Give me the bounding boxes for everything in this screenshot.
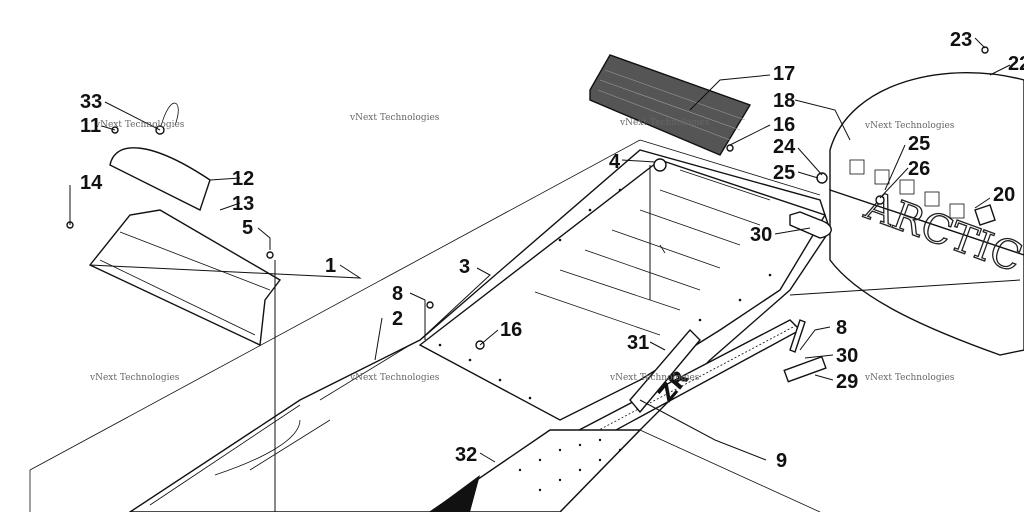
callout-16-center: 16 — [500, 319, 522, 341]
lower-tunnel-section — [428, 429, 642, 512]
callout-3: 3 — [459, 256, 470, 278]
callout-29: 29 — [836, 371, 858, 393]
callout-31: 31 — [627, 332, 649, 354]
flap-part-13 — [88, 209, 282, 347]
callout-12: 12 — [232, 168, 254, 190]
callout-30-left: 30 — [750, 224, 772, 246]
watermark-text: vNext Technologies — [89, 373, 180, 383]
traction-mat-part — [589, 54, 752, 156]
hardware-parts — [66, 46, 989, 383]
callout-17: 17 — [773, 63, 795, 85]
rear-bumper-part: ARCTIC CAT — [829, 71, 1024, 356]
callout-18: 18 — [773, 90, 795, 112]
watermark-text: vNext Technologies — [619, 118, 710, 128]
callout-23: 23 — [950, 29, 972, 51]
callout-26: 26 — [908, 158, 930, 180]
callout-4: 4 — [609, 151, 621, 173]
callout-30-right: 30 — [836, 345, 858, 367]
callout-25-right: 25 — [908, 133, 930, 155]
watermark-text: vNext Technologies — [864, 373, 955, 383]
callout-32: 32 — [455, 444, 477, 466]
callout-2: 2 — [392, 308, 403, 330]
callout-16-top: 16 — [773, 114, 795, 136]
watermark-text: vNext Technologies — [864, 121, 955, 131]
callout-13: 13 — [232, 193, 254, 215]
callouts: 1 2 3 4 5 8 8 9 11 12 13 14 16 16 17 18 … — [80, 29, 1024, 472]
callout-24: 24 — [773, 136, 796, 158]
callout-5: 5 — [242, 217, 253, 239]
callout-8-right: 8 — [836, 317, 847, 339]
callout-1: 1 — [325, 255, 336, 277]
callout-20: 20 — [993, 184, 1015, 206]
callout-9: 9 — [776, 450, 787, 472]
watermarks: vNext Technologies vNext Technologies vN… — [89, 113, 955, 383]
callout-14: 14 — [80, 172, 103, 194]
watermark-text: vNext Technologies — [94, 120, 185, 130]
callout-33: 33 — [80, 91, 102, 113]
callout-8-top: 8 — [392, 283, 403, 305]
tunnel-top-plate — [418, 159, 827, 421]
leader-lines — [69, 37, 1021, 512]
watermark-text: vNext Technologies — [349, 373, 440, 383]
watermark-text: vNext Technologies — [609, 373, 700, 383]
flap-part-12 — [109, 147, 211, 211]
watermark-text: vNext Technologies — [349, 113, 440, 123]
callout-22: 22 — [1008, 53, 1024, 75]
callout-11: 11 — [80, 115, 101, 137]
callout-25-left: 25 — [773, 162, 795, 184]
